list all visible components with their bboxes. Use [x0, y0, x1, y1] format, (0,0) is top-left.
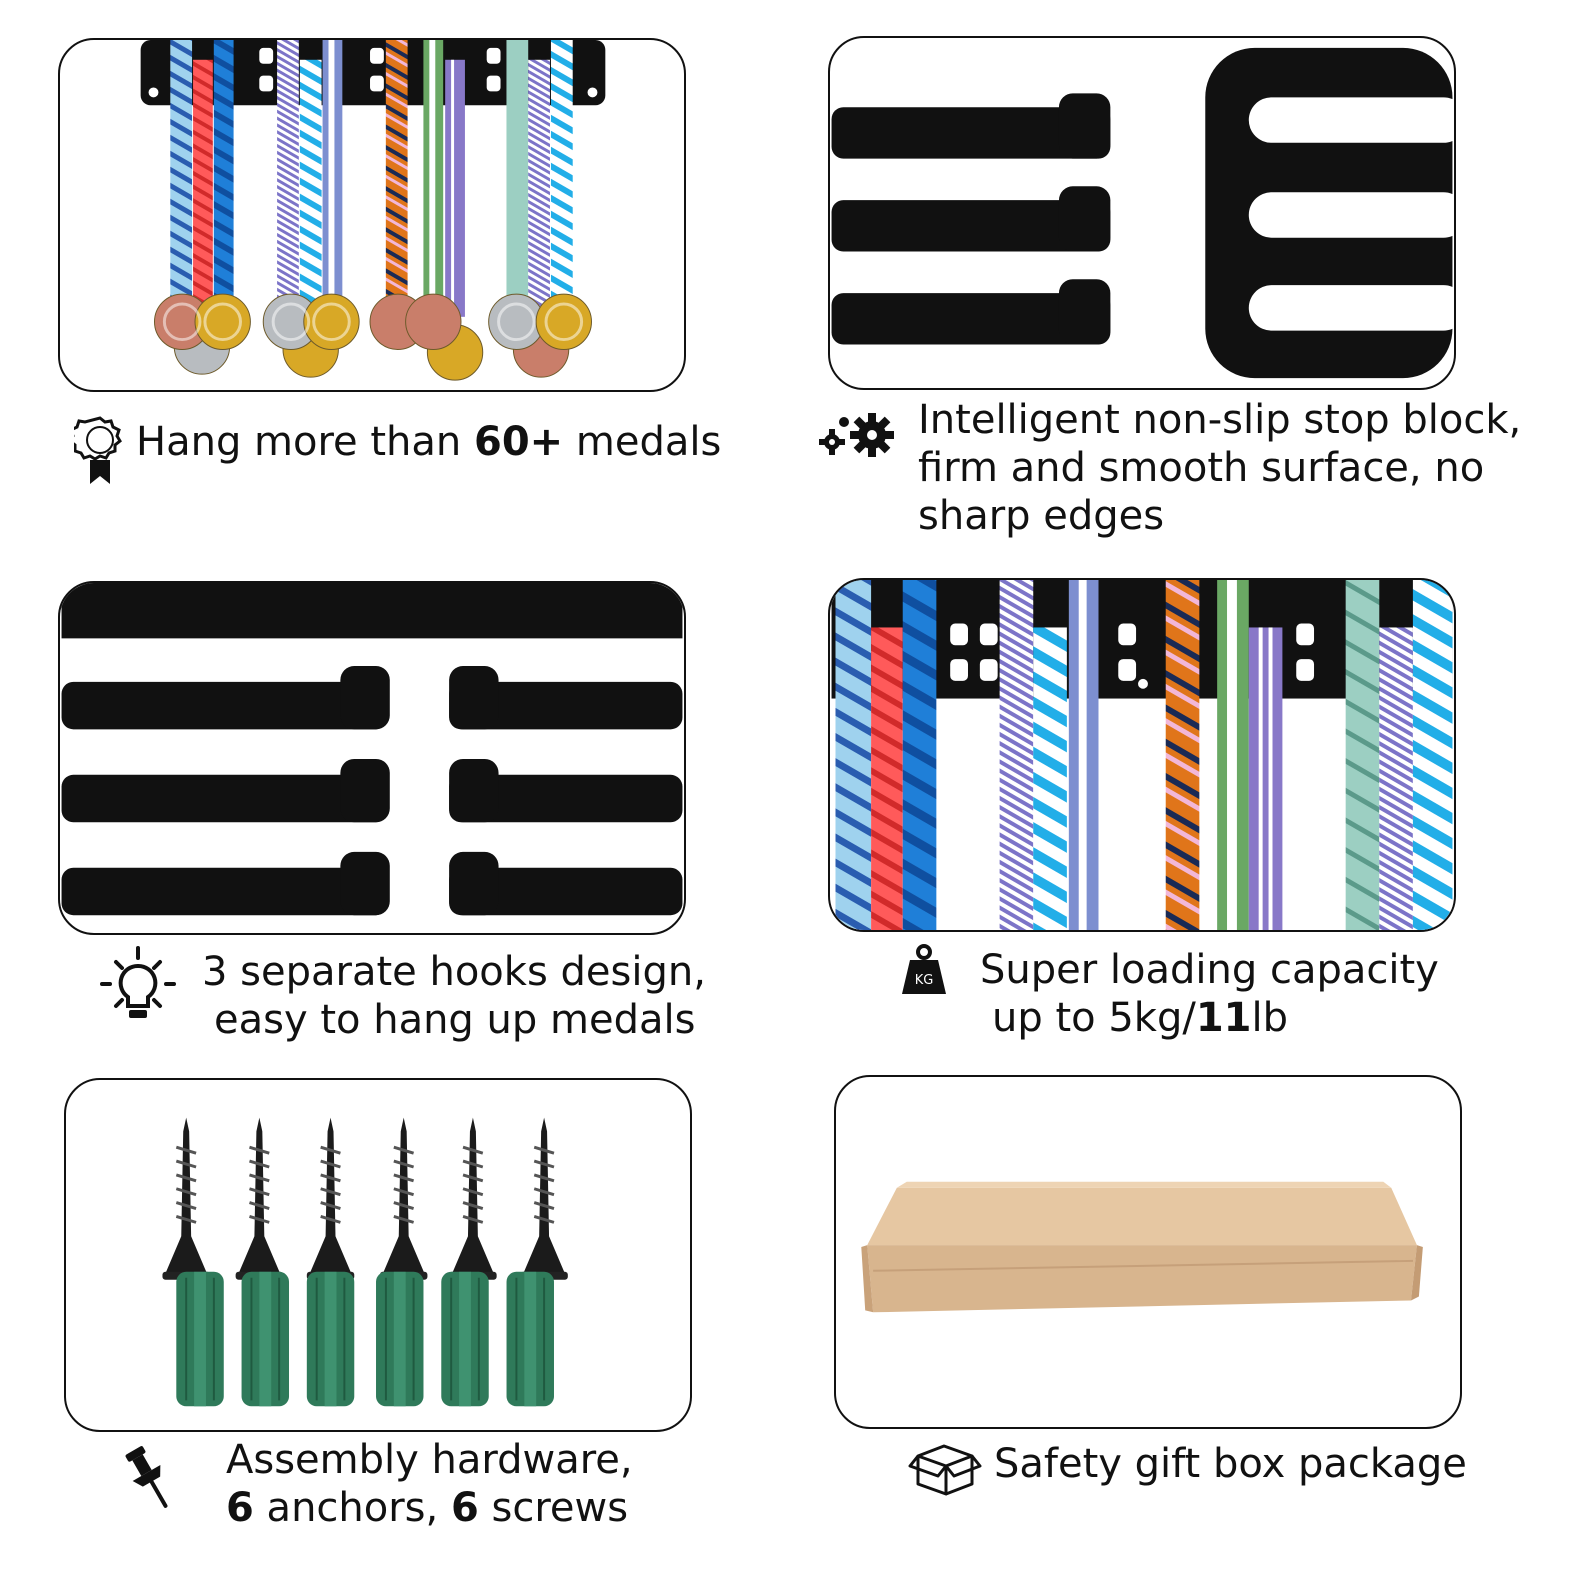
hooks-closeup-panel — [58, 581, 686, 935]
ribbons-closeup-panel — [828, 578, 1456, 932]
medal-rack-photo-panel — [58, 38, 686, 392]
caption-medals-count: 60+ — [474, 419, 564, 465]
caption-hardware-screws: screws — [478, 1485, 629, 1531]
caption-capacity-line-2: up to 5kg/11lb — [980, 994, 1439, 1042]
caption-hardware-line-1: Assembly hardware, — [226, 1437, 633, 1483]
ribbons-illustration — [831, 580, 1453, 930]
hooks-illustration — [61, 583, 683, 916]
medal-rack-illustration — [140, 40, 606, 381]
caption-hooks-line-1: 3 separate hooks design, — [202, 949, 706, 995]
caption-capacity: Super loading capacity up to 5kg/11lb — [980, 946, 1439, 1042]
caption-capacity-amount: up to 5kg/ — [992, 995, 1196, 1041]
caption-capacity-lb-value: 11 — [1195, 995, 1252, 1041]
medal-icon — [68, 414, 126, 486]
caption-package-text: Safety gift box package — [994, 1441, 1467, 1487]
weight-icon-label: KG — [915, 973, 934, 988]
caption-hardware-anchor-count: 6 — [226, 1485, 254, 1531]
caption-package: Safety gift box package — [994, 1440, 1467, 1488]
caption-hardware-anchors: anchors, — [253, 1485, 451, 1531]
caption-capacity-line-1: Super loading capacity — [980, 947, 1439, 993]
hardware-panel — [64, 1078, 692, 1432]
caption-hooks-line-2: easy to hang up medals — [214, 997, 696, 1043]
stop-block-closeup-panel — [828, 36, 1456, 390]
lightbulb-icon — [100, 944, 176, 1024]
caption-stop-block-line-2: firm and smooth surface, no — [918, 445, 1485, 491]
gears-icon — [814, 410, 896, 460]
weight-icon: KG — [898, 944, 950, 996]
caption-stop-block-line-3: sharp edges — [918, 493, 1165, 539]
stop-block-illustration — [831, 47, 1454, 379]
caption-capacity-lb-unit: lb — [1251, 995, 1288, 1041]
hardware-illustration — [160, 1116, 570, 1408]
caption-medals-pre: Hang more than — [136, 419, 474, 465]
caption-medals-post: medals — [563, 419, 722, 465]
caption-hooks: 3 separate hooks design, easy to hang up… — [202, 948, 706, 1044]
caption-medals: Hang more than 60+ medals — [136, 418, 721, 466]
box-icon — [908, 1440, 982, 1496]
caption-stop-block-line-1: Intelligent non-slip stop block, — [918, 397, 1522, 443]
caption-stop-block: Intelligent non-slip stop block, firm an… — [918, 396, 1521, 540]
pushpin-icon — [124, 1444, 176, 1514]
gift-box-illustration — [861, 1181, 1423, 1313]
caption-hardware-line-2: 6 anchors, 6 screws — [226, 1484, 633, 1532]
caption-hardware: Assembly hardware, 6 anchors, 6 screws — [226, 1436, 633, 1532]
caption-hardware-screw-count: 6 — [450, 1485, 479, 1531]
gift-box-panel — [834, 1075, 1462, 1429]
